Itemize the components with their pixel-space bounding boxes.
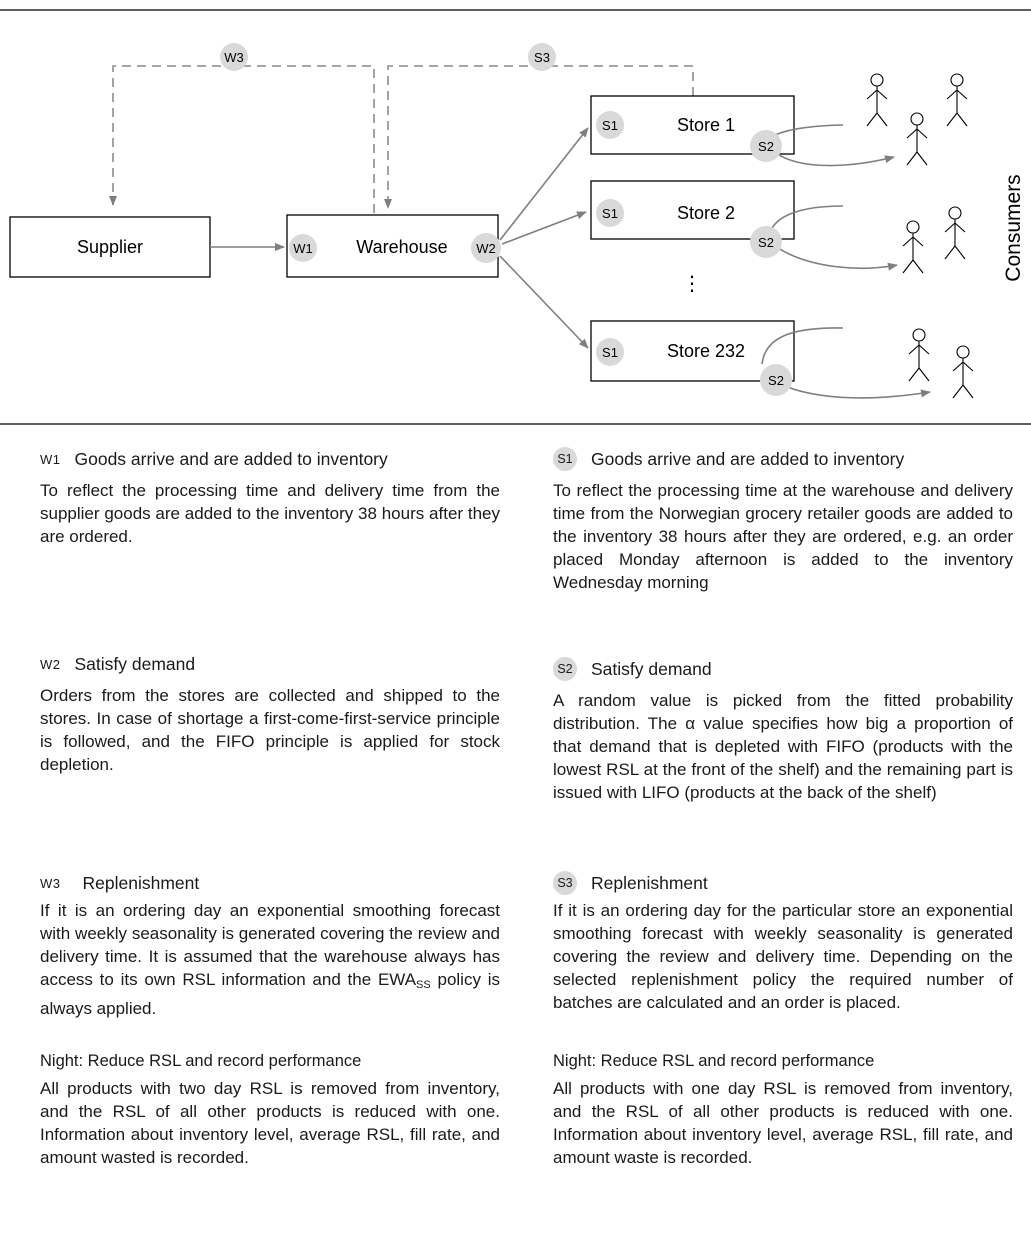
- w1-badge: W1: [289, 234, 317, 262]
- warehouse-night-title: Night: Reduce RSL and record performance: [40, 1051, 362, 1070]
- s1-badge-label: S1: [602, 206, 618, 221]
- s1-section: S1 Goods arrive and are added to invento…: [553, 446, 1013, 594]
- s2-title: Satisfy demand: [591, 658, 712, 679]
- supply-chain-diagram: W3 S3 Supplier Warehouse W1 W2 Store 1 S…: [0, 9, 1031, 425]
- warehouse-night-section: Night: Reduce RSL and record performance…: [40, 1048, 500, 1169]
- s1-title: Goods arrive and are added to inventory: [591, 448, 905, 469]
- w3-description: If it is an ordering day an exponential …: [40, 899, 500, 1020]
- warehouse-to-stores-arrows: [499, 127, 589, 349]
- s1-heading: S1 Goods arrive and are added to invento…: [553, 446, 1013, 472]
- s2-badge-store-2: S2: [750, 226, 782, 258]
- w3-title: Replenishment: [82, 872, 200, 893]
- w2-step-badge: W2: [40, 656, 61, 672]
- warehouse-night-description: All products with two day RSL is removed…: [40, 1079, 500, 1167]
- s1-step-badge: S1: [553, 447, 577, 471]
- s1-description: To reflect the processing time at the wa…: [553, 481, 1013, 592]
- warehouse-node: Warehouse: [286, 214, 499, 278]
- s2-badge-label: S2: [758, 139, 774, 154]
- s1-badge-store-2: S1: [596, 199, 624, 227]
- w2-description: Orders from the stores are collected and…: [40, 686, 500, 774]
- s2-description: A random value is picked from the fitted…: [553, 691, 1013, 802]
- w3-step-badge: W3: [40, 875, 61, 891]
- w3-heading: W3 Replenishment: [40, 870, 500, 896]
- store-night-title: Night: Reduce RSL and record performance: [553, 1051, 875, 1070]
- w3-badge-label: W3: [224, 50, 244, 65]
- consumer-figures: [866, 73, 974, 399]
- w2-badge-label: W2: [476, 241, 496, 256]
- store-night-section: Night: Reduce RSL and record performance…: [553, 1048, 1013, 1169]
- store-1-label: Store 1: [677, 115, 735, 135]
- w3-badge: W3: [220, 43, 248, 71]
- w3-section: W3 Replenishment If it is an ordering da…: [40, 870, 500, 1020]
- s3-heading: S3 Replenishment: [553, 870, 1013, 896]
- w2-section: W2 Satisfy demand Orders from the stores…: [40, 651, 500, 776]
- w2-badge: W2: [471, 233, 501, 263]
- w3-description-subscript: SS: [416, 979, 431, 991]
- s3-badge-label: S3: [534, 50, 550, 65]
- w1-step-badge: W1: [40, 451, 61, 467]
- s2-heading: S2 Satisfy demand: [553, 656, 1013, 682]
- s1-badge-label: S1: [602, 345, 618, 360]
- w2-heading: W2 Satisfy demand: [40, 651, 500, 677]
- w1-title: Goods arrive and are added to inventory: [74, 448, 388, 469]
- w3-description-end: policy is always applied.: [40, 970, 500, 1018]
- s2-badge-store-232: S2: [760, 364, 792, 396]
- s2-step-badge: S2: [553, 657, 577, 681]
- w3-dashed-flow: [109, 65, 375, 213]
- s3-badge: S3: [528, 43, 556, 71]
- store-night-description: All products with one day RSL is removed…: [553, 1079, 1013, 1167]
- s3-description: If it is an ordering day for the particu…: [553, 901, 1013, 1012]
- w1-description: To reflect the processing time and deliv…: [40, 481, 500, 546]
- more-stores-ellipsis: ⋮: [682, 271, 702, 295]
- supplier-node: Supplier: [9, 216, 211, 278]
- s1-badge-store-1: S1: [596, 111, 624, 139]
- s2-badge-label: S2: [758, 235, 774, 250]
- s3-step-badge: S3: [553, 871, 577, 895]
- w1-section: W1 Goods arrive and are added to invento…: [40, 446, 500, 548]
- s1-badge-label: S1: [602, 118, 618, 133]
- s1-badge-store-232: S1: [596, 338, 624, 366]
- w3-description-main: If it is an ordering day an exponential …: [40, 901, 500, 989]
- w1-badge-label: W1: [293, 241, 313, 256]
- store-232-node: Store 232: [590, 320, 795, 382]
- w1-heading: W1 Goods arrive and are added to invento…: [40, 446, 500, 472]
- s3-title: Replenishment: [591, 872, 708, 893]
- store-2-label: Store 2: [677, 203, 735, 223]
- s3-section: S3 Replenishment If it is an ordering da…: [553, 870, 1013, 1014]
- s2-section: S2 Satisfy demand A random value is pick…: [553, 656, 1013, 804]
- s2-badge-label: S2: [768, 373, 784, 388]
- warehouse-label: Warehouse: [356, 237, 447, 257]
- store-232-label: Store 232: [667, 341, 745, 361]
- consumers-label: Consumers: [1002, 174, 1025, 281]
- w2-title: Satisfy demand: [74, 653, 196, 674]
- supplier-label: Supplier: [77, 237, 143, 257]
- s2-badge-store-1: S2: [750, 130, 782, 162]
- store-1-node: Store 1: [590, 95, 795, 155]
